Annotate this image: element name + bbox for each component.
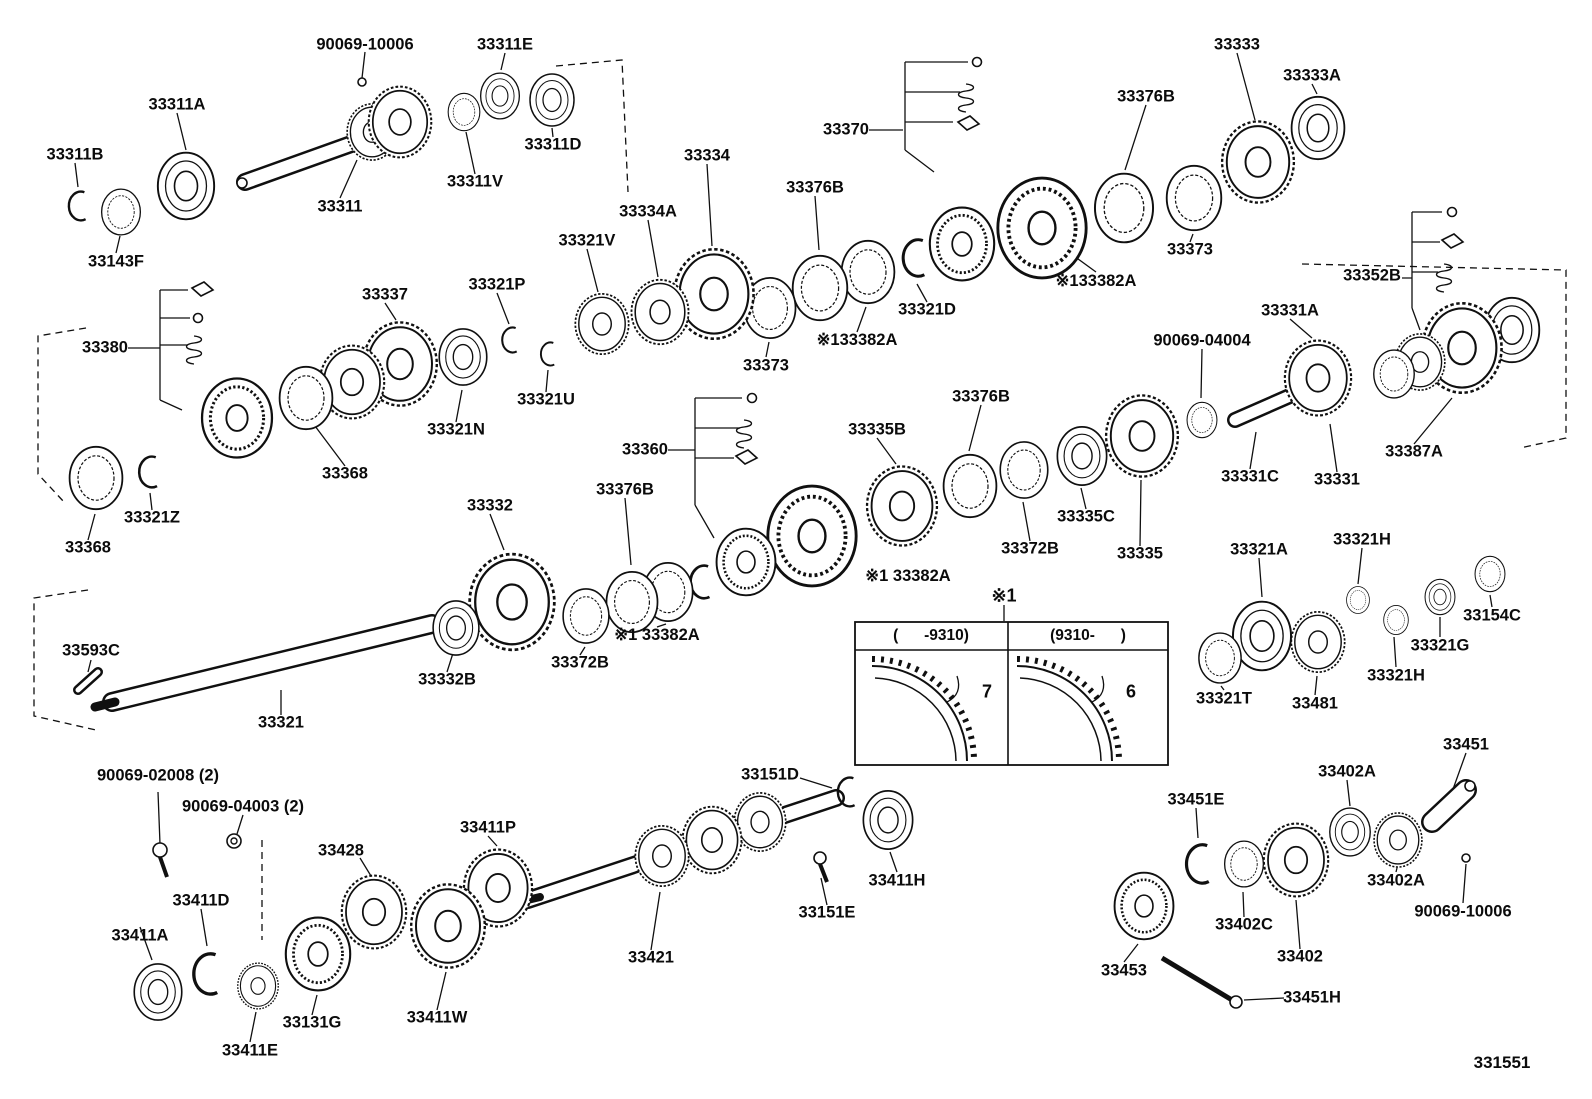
part-label-70-33402A: 33402A [1318, 762, 1376, 781]
part-label-16-33376B: 33376B [1117, 87, 1175, 106]
part-label-39-33335B: 33335B [848, 420, 906, 439]
part-label-60-33151D: 33151D [741, 765, 799, 784]
inset-box [854, 621, 1169, 766]
part-label-32-33387A: 33387A [1385, 442, 1443, 461]
inset-right-count: 6 [1125, 681, 1137, 702]
part-label-45-33372B: 33372B [551, 653, 609, 672]
part-label-43-133382A: ※1 33382A [865, 567, 951, 585]
part-label-47-33321: 33321 [258, 713, 304, 732]
part-label-69-33451E: 33451E [1167, 790, 1225, 809]
part-label-22-133382A: ※133382A [816, 331, 898, 349]
part-label-37-33335: 33335 [1117, 544, 1163, 563]
part-label-35-33335C: 33335C [1057, 507, 1115, 526]
page-code: 331551 [1473, 1053, 1531, 1072]
output-shaft-assembly [133, 775, 914, 1021]
part-label-5-33311V: 33311V [447, 172, 503, 191]
part-label-62-33151E: 33151E [798, 903, 856, 922]
part-label-26-33368: 33368 [322, 464, 368, 483]
part-label-13-33334: 33334 [684, 146, 730, 165]
inset-note-symbol: ※1 [991, 585, 1017, 606]
fifth-gear-group [1198, 555, 1506, 684]
part-label-59-33411P: 33411P [460, 818, 516, 837]
part-label-24-33321U: 33321U [517, 390, 575, 409]
inset-right-header: (9310- ) [1050, 627, 1126, 644]
part-label-48-33593C: 33593C [62, 641, 120, 660]
part-label-2-33311A: 33311A [148, 95, 206, 114]
part-label-11-33321V: 33321V [558, 231, 616, 250]
part-label-3-33311B: 33311B [46, 145, 104, 164]
part-label-71-33451: 33451 [1443, 735, 1489, 754]
part-label-54-33321T: 33321T [1196, 689, 1252, 708]
part-label-8-33380: 33380 [82, 338, 128, 357]
part-label-63-33421: 33421 [628, 948, 674, 967]
part-label-53-33321H: 33321H [1367, 666, 1425, 685]
part-label-74-33402: 33402 [1277, 947, 1323, 966]
part-label-23-33373: 33373 [743, 356, 789, 375]
part-label-34-33331C: 33331C [1221, 467, 1279, 486]
part-label-57-90069040032: 90069-04003 (2) [181, 797, 305, 816]
part-label-1-33311E: 33311E [477, 35, 533, 54]
part-label-58-33428: 33428 [318, 841, 364, 860]
part-label-49-33321A: 33321A [1230, 540, 1288, 559]
part-label-30-33331A: 33331A [1261, 301, 1319, 320]
part-label-29-33352B: 33352B [1343, 266, 1401, 285]
part-label-55-33481: 33481 [1292, 694, 1338, 713]
detent-brackets [159, 56, 1464, 539]
part-label-38-33376B: 33376B [952, 387, 1010, 406]
part-label-42-33376B: 33376B [596, 480, 654, 499]
reverse-idler-group [1113, 779, 1477, 1009]
dashed-guides [33, 59, 1567, 940]
part-label-52-33321G: 33321G [1410, 636, 1470, 655]
part-label-7-33143F: 33143F [88, 252, 144, 271]
part-label-0-9006910006: 90069-10006 [316, 35, 414, 54]
part-label-40-33360: 33360 [622, 440, 668, 459]
inset-ring-right [1016, 656, 1122, 762]
part-label-28-33368: 33368 [65, 538, 111, 557]
part-label-10-33321P: 33321P [468, 275, 526, 294]
part-label-68-33411E: 33411E [222, 1041, 278, 1060]
part-label-72-33402A: 33402A [1367, 871, 1425, 890]
leader-lines [74, 51, 1493, 1043]
part-label-56-90069020082: 90069-02008 (2) [96, 766, 220, 785]
part-label-61-33411H: 33411H [868, 871, 926, 890]
input-shaft-assembly [67, 72, 575, 236]
part-label-36-33372B: 33372B [1001, 539, 1059, 558]
part-label-67-33411W: 33411W [406, 1008, 468, 1027]
part-label-31-9006904004: 90069-04004 [1153, 331, 1251, 350]
inset-left-header: ( -9310) [893, 627, 969, 644]
part-label-75-33453: 33453 [1101, 961, 1147, 980]
part-label-46-33332B: 33332B [418, 670, 476, 689]
part-label-77-9006910006: 90069-10006 [1414, 902, 1512, 921]
part-label-51-33154C: 33154C [1463, 606, 1521, 625]
part-label-15-33370: 33370 [823, 120, 869, 139]
part-label-4-33311D: 33311D [524, 135, 582, 154]
part-label-73-33402C: 33402C [1215, 915, 1273, 934]
part-label-41-33332: 33332 [467, 496, 513, 515]
part-label-9-33337: 33337 [362, 285, 408, 304]
part-label-64-33411D: 33411D [172, 891, 230, 910]
part-label-76-33451H: 33451H [1283, 988, 1341, 1007]
part-label-66-33131G: 33131G [282, 1013, 342, 1032]
part-label-17-33333: 33333 [1214, 35, 1260, 54]
part-label-27-33321Z: 33321Z [124, 508, 180, 527]
part-label-12-33334A: 33334A [619, 202, 677, 221]
part-label-21-33321D: 33321D [898, 300, 956, 319]
main-shaft-train [73, 296, 1541, 712]
part-label-65-33411A: 33411A [111, 926, 169, 945]
part-label-25-33321N: 33321N [427, 420, 485, 439]
part-label-6-33311: 33311 [317, 197, 363, 216]
part-label-33-33331: 33331 [1314, 470, 1360, 489]
part-label-44-133382A: ※1 33382A [614, 626, 700, 644]
part-label-14-33376B: 33376B [786, 178, 844, 197]
part-label-19-33373: 33373 [1167, 240, 1213, 259]
inset-ring-left [871, 656, 977, 762]
part-label-18-33333A: 33333A [1283, 66, 1341, 85]
part-label-20-133382A: ※133382A [1055, 272, 1137, 290]
inset-left-count: 7 [981, 681, 993, 702]
part-label-50-33321H: 33321H [1333, 530, 1391, 549]
